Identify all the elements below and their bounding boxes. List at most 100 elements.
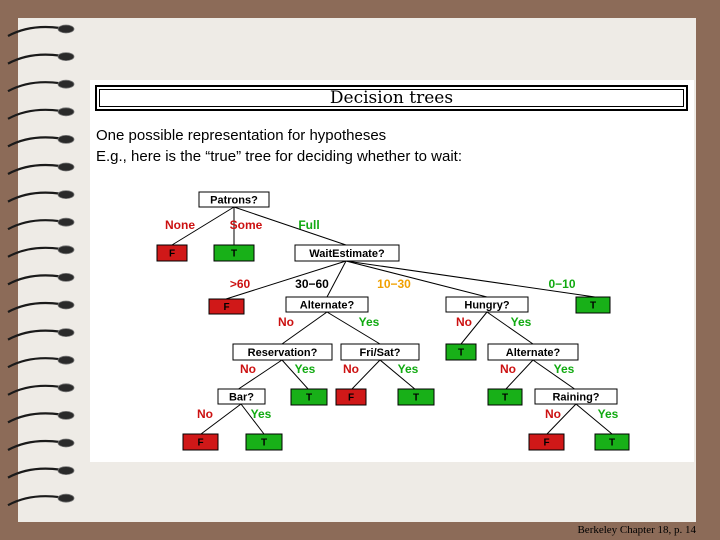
leaf-raining-no-box	[528, 433, 565, 451]
binding-ring	[7, 357, 61, 369]
leaf-fri-sat-no-label: F	[348, 393, 354, 404]
edge-bar-no	[200, 403, 242, 435]
binding-ring	[7, 219, 61, 231]
edge-label-res-yes: Yes	[295, 362, 316, 376]
tree-node-boxes	[198, 191, 618, 405]
node-hungry	[445, 296, 529, 313]
edge-label-bar-no: No	[197, 407, 213, 421]
edge-fri-yes	[379, 359, 417, 391]
footer-citation: Berkeley Chapter 18, p. 14	[577, 524, 696, 536]
edge-label-hungry-no: No	[456, 315, 472, 329]
leaf-bar-no-box	[182, 433, 219, 451]
leaf-0-10-label: T	[590, 301, 596, 312]
edge-res-no	[236, 359, 283, 391]
node-patrons-label: Patrons?	[210, 195, 258, 207]
binding-hole	[57, 328, 75, 338]
binding-ring	[7, 495, 61, 507]
leaf-none-box	[156, 244, 188, 262]
binding-ring	[7, 136, 61, 148]
node-bar	[217, 388, 266, 405]
edge-res-yes	[281, 359, 310, 391]
node-raining	[534, 388, 618, 405]
leaf-alternate-2-no-label: T	[502, 393, 508, 404]
binding-hole	[57, 107, 75, 117]
binding-hole	[57, 79, 75, 89]
node-fri-sat-label: Fri/Sat?	[360, 347, 401, 359]
leaf-bar-yes-box	[245, 433, 283, 451]
binding-hole	[57, 272, 75, 282]
node-patrons	[198, 191, 270, 208]
edge-wait-30-60	[326, 260, 347, 298]
slide-title: Decision trees	[329, 88, 454, 108]
tree-leaf-labels: F T F T T T F T T F T F T	[169, 249, 615, 449]
node-alternate-1	[285, 296, 369, 313]
leaf-raining-yes-label: T	[609, 438, 615, 449]
node-hungry-label: Hungry?	[464, 300, 510, 312]
edge-label-30-60: 30−60	[295, 277, 329, 291]
edge-label-some: Some	[230, 218, 263, 232]
leaf-reservation-yes-label: T	[306, 393, 312, 404]
edge-alt1-no	[281, 311, 328, 345]
edge-label-alt1-no: No	[278, 315, 294, 329]
edge-label-fri-no: No	[343, 362, 359, 376]
leaf-0-10-box	[575, 296, 611, 314]
binding-ring	[7, 329, 61, 341]
binding-hole	[57, 52, 75, 61]
spiral-binding	[7, 24, 75, 507]
binding-ring	[7, 191, 61, 203]
leaf-none-label: F	[169, 249, 175, 260]
edge-label-hungry-yes: Yes	[511, 315, 532, 329]
node-bar-label: Bar?	[229, 392, 254, 404]
leaf-gt60-label: F	[223, 302, 229, 313]
binding-ring	[7, 25, 61, 37]
node-reservation	[232, 343, 333, 361]
node-reservation-label: Reservation?	[248, 347, 318, 359]
node-alternate-2-label: Alternate?	[506, 347, 561, 359]
binding-ring	[7, 467, 61, 479]
leaf-reservation-yes-box	[290, 388, 328, 406]
edge-alt2-no	[504, 359, 534, 391]
binding-ring	[7, 439, 61, 451]
edge-hungry-yes	[486, 311, 534, 345]
edge-label-alt2-no: No	[500, 362, 516, 376]
edge-label-rain-no: No	[545, 407, 561, 421]
tree-edges	[171, 206, 613, 435]
leaf-bar-yes-label: T	[261, 438, 267, 449]
edge-bar-yes	[240, 403, 265, 435]
binding-ring	[7, 53, 61, 65]
binding-hole	[57, 245, 75, 255]
binding-hole	[57, 466, 75, 476]
edge-rain-yes	[575, 403, 613, 435]
binding-hole	[57, 383, 75, 393]
binding-ring	[7, 412, 61, 424]
edge-label-gt60: >60	[230, 277, 251, 291]
example-line: E.g., here is the “true” tree for decidi…	[96, 148, 463, 165]
title-frame	[95, 85, 688, 111]
binding-ring	[7, 246, 61, 258]
leaf-raining-yes-box	[594, 433, 630, 451]
leaf-some-label: T	[231, 249, 237, 260]
edge-label-full: Full	[298, 218, 319, 232]
edge-label-fri-yes: Yes	[398, 362, 419, 376]
binding-hole	[57, 24, 75, 34]
edge-wait-10-30	[345, 260, 488, 298]
tree-node-labels: Patrons? WaitEstimate? Alternate? Hungry…	[210, 195, 600, 404]
binding-hole	[57, 410, 75, 420]
leaf-some-box	[213, 244, 255, 262]
binding-ring	[7, 163, 61, 175]
binding-hole	[57, 162, 75, 172]
binding-hole	[57, 190, 75, 200]
binding-hole	[57, 355, 75, 365]
edge-hungry-no	[460, 311, 488, 345]
binding-ring	[7, 384, 61, 396]
leaf-alternate-2-no-box	[487, 388, 523, 406]
edge-label-0-10: 0−10	[548, 277, 575, 291]
binding-hole	[57, 300, 75, 310]
binding-hole	[57, 493, 75, 503]
binding-ring	[7, 274, 61, 286]
edge-wait-gt60	[225, 260, 347, 300]
leaf-bar-no-label: F	[197, 438, 203, 449]
leaf-fri-sat-no-box	[335, 388, 367, 406]
